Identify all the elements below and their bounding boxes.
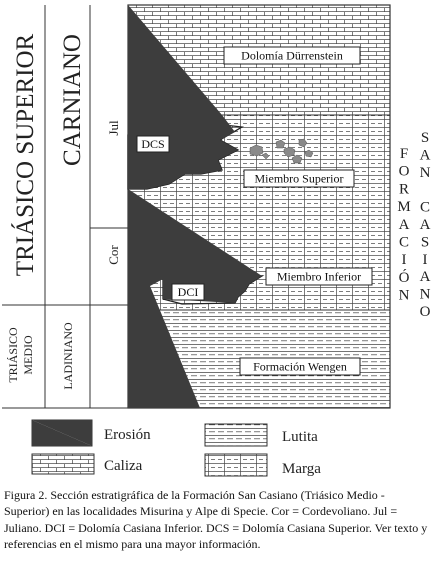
formation-letter: R: [399, 181, 409, 197]
dolomite-patches: [249, 138, 314, 164]
dcs-label: DCS: [141, 137, 164, 151]
formation-letter: S: [421, 234, 429, 250]
formation-letter: C: [420, 200, 430, 216]
system-middle-line2: MEDIO: [21, 335, 35, 375]
substage-jul-label: Jul: [106, 120, 121, 136]
formation-letter: M: [397, 199, 410, 215]
label-wengen: Formación Wengen: [239, 357, 361, 376]
dci-label: DCI: [178, 285, 199, 299]
legend-erosion-label: Erosión: [104, 427, 151, 443]
wengen-label: Formación Wengen: [253, 360, 347, 374]
label-dci: DCI: [171, 283, 205, 301]
formation-letter: A: [420, 147, 431, 163]
formation-letter: N: [420, 287, 431, 303]
formation-letter: A: [420, 217, 431, 233]
label-dcs: DCS: [136, 135, 170, 153]
legend-erosion: Erosión: [31, 419, 151, 447]
formation-letter: I: [402, 252, 407, 268]
formation-letter: A: [420, 269, 431, 285]
formation-letter: S: [421, 130, 429, 146]
substage-cor-label: Cor: [106, 245, 121, 265]
formation-letter: Ó: [399, 269, 410, 286]
system-middle-line1: TRIÁSICO: [6, 327, 20, 383]
stratigraphic-section-figure: Dolomía Dürrenstein Miembro Superior Mie…: [2, 4, 431, 477]
legend-lutita: Lutita: [204, 423, 318, 447]
formation-letter: C: [399, 235, 409, 251]
label-miembro-superior: Miembro Superior: [243, 169, 355, 188]
stage-middle-label: LADINIANO: [61, 322, 75, 390]
formation-letter: I: [423, 252, 428, 268]
system-upper-label: TRIÁSICO SUPERIOR: [11, 33, 39, 276]
legend: Erosión Caliza Lutita Marga: [31, 419, 321, 477]
formation-letter: O: [420, 304, 431, 320]
legend-marga: Marga: [204, 453, 321, 477]
formation-letter: N: [420, 165, 431, 181]
formation-letter: A: [399, 217, 410, 233]
legend-lutita-label: Lutita: [282, 429, 318, 445]
formation-letter: N: [399, 288, 410, 304]
miembro-superior-label: Miembro Superior: [255, 172, 344, 186]
chrono-columns: [2, 5, 128, 409]
legend-caliza: Caliza: [31, 453, 143, 475]
label-durrenstein: Dolomía Dürrenstein: [223, 46, 361, 65]
legend-caliza-label: Caliza: [104, 458, 143, 474]
miembro-inferior-label: Miembro Inferior: [277, 270, 361, 284]
label-miembro-inferior: Miembro Inferior: [265, 267, 373, 286]
stage-upper-label: CARNIANO: [59, 34, 86, 166]
legend-marga-label: Marga: [282, 461, 321, 477]
formation-letter: F: [400, 146, 408, 162]
formation-letter: O: [399, 164, 410, 180]
figure-caption: Figura 2. Sección estratigráfica de la F…: [4, 488, 428, 552]
durrenstein-label: Dolomía Dürrenstein: [241, 49, 343, 63]
